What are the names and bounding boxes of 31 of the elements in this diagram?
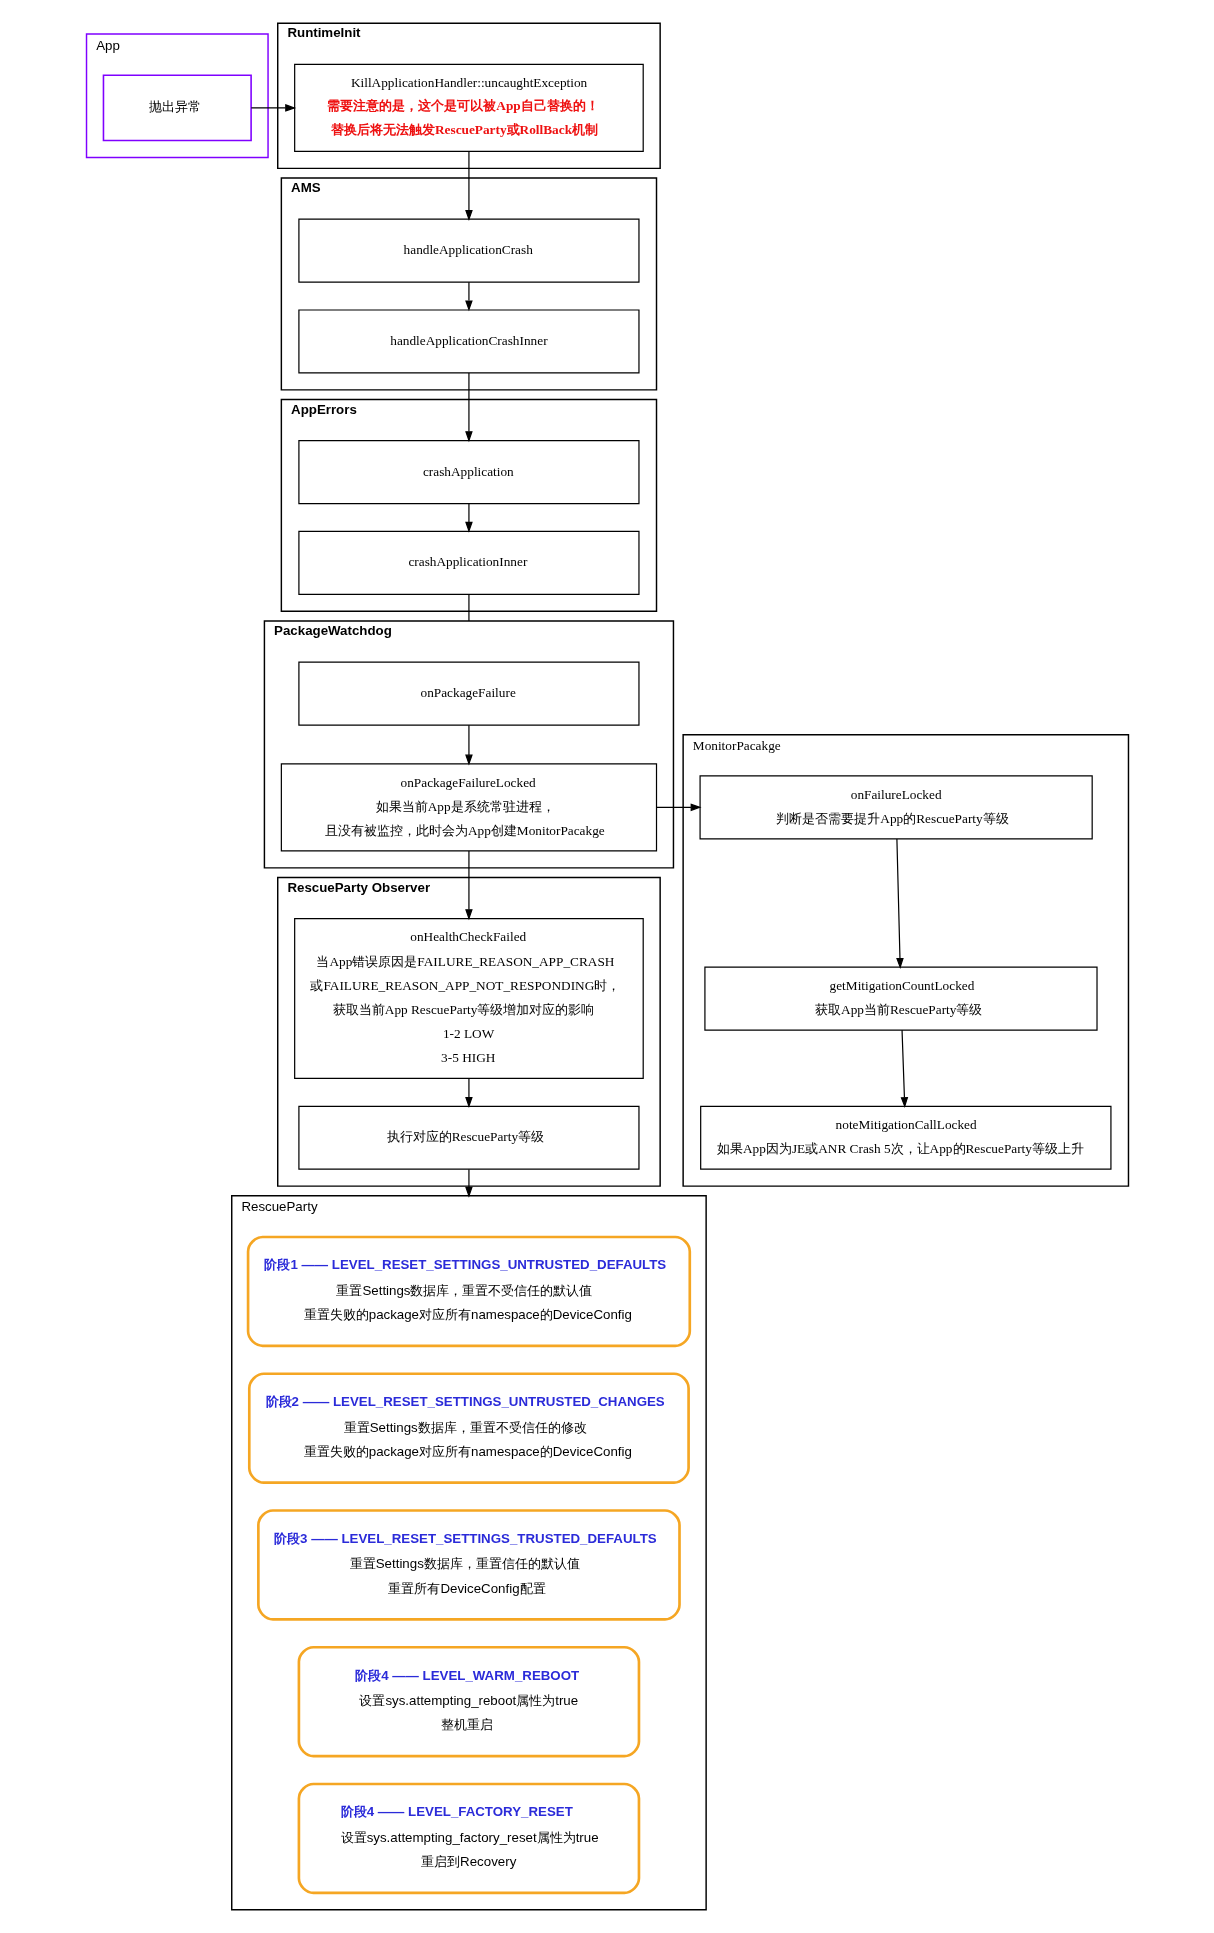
connector	[467, 593, 470, 622]
arrow	[464, 724, 473, 766]
node-box: 抛出异常	[102, 74, 252, 142]
node-box: handleApplicationCrashInner	[297, 309, 640, 374]
arrow	[464, 281, 473, 312]
node-box: 阶段4 —— LEVEL_FACTORY_RESET 设置sys.attempting_factory_reset属性为true 重启到Recovery	[297, 1782, 640, 1895]
node-box: crashApplication	[297, 440, 640, 505]
node-box: noteMitigationCallLocked 如果App因为JE或ANR Crash 5次，让App的RescueParty等级上升	[699, 1105, 1112, 1170]
arrow	[464, 151, 473, 221]
node-box: onFailureLocked 判断是否需要提升App的RescueParty等级	[698, 775, 1093, 840]
node-box: onHealthCheckFailed 当App错误原因是FAILURE_REASON_APP_CRASH 或FAILURE_REASON_APP_NOT_RESPONDING时， 获取当前App RescueParty等级增加对应的影响 1-2 LOW 3-5 HIGH	[293, 918, 644, 1080]
arrow	[464, 850, 473, 921]
node-box: onPackageFailure	[297, 661, 640, 726]
node-box: onPackageFailureLocked 如果当前App是系统常驻进程， 且没有被监控，此时会为App创建MonitorPacakge	[280, 763, 657, 852]
node-box: 阶段4 —— LEVEL_WARM_REBOOT 设置sys.attempting_reboot属性为true 整机重启	[297, 1645, 640, 1758]
node-box: 阶段2 —— LEVEL_RESET_SETTINGS_UNTRUSTED_CHANGES 重置Settings数据库，重置不受信任的修改 重置失败的package对应所有namespace的DeviceConfig	[247, 1372, 690, 1484]
node-box: getMitigationCountLocked 获取App当前RescueParty等级	[703, 966, 1098, 1031]
node-box: crashApplicationInner	[297, 530, 640, 595]
arrow	[250, 104, 296, 112]
node-box: KillApplicationHandler::uncaughtException 需要注意的是，这个是可以被App自己替换的！ 替换后将无法触发RescueParty或RollBack机制	[293, 63, 644, 153]
node-box: handleApplicationCrash	[297, 218, 640, 283]
arrow	[464, 372, 473, 443]
arrow	[464, 503, 473, 533]
arrow	[464, 1168, 473, 1198]
arrow	[895, 838, 904, 969]
node-box: 阶段1 —— LEVEL_RESET_SETTINGS_UNTRUSTED_DEFAULTS 重置Settings数据库，重置不受信任的默认值 重置失败的package对应所有namespace的DeviceConfig	[246, 1235, 691, 1348]
arrow	[900, 1029, 908, 1109]
arrow	[655, 803, 702, 812]
arrow	[464, 1077, 473, 1108]
node-box: 阶段3 —— LEVEL_RESET_SETTINGS_TRUSTED_DEFAULTS 重置Settings数据库，重置信任的默认值 重置所有DeviceConfig配置	[256, 1509, 681, 1621]
node-box: 执行对应的RescueParty等级	[297, 1105, 640, 1170]
